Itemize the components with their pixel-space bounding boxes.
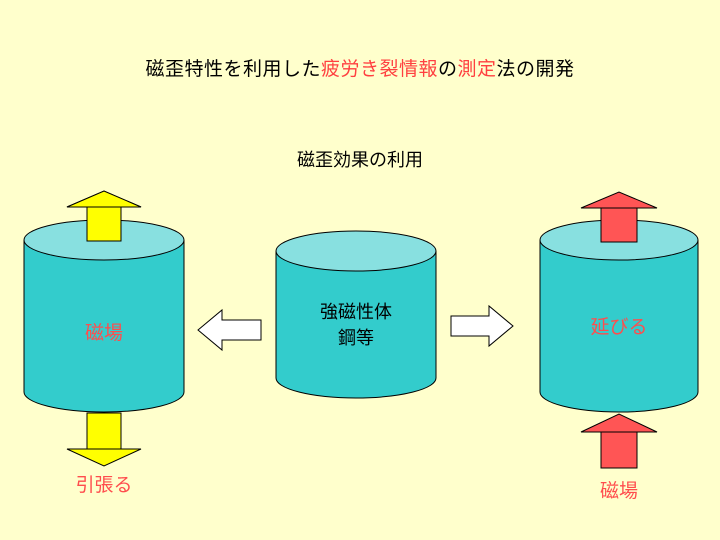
- right-hollow-arrow: [450, 304, 514, 348]
- right-cylinder-label: 延びる: [590, 316, 648, 338]
- title-part-5: 法の開発: [496, 58, 575, 80]
- center-label-line2: 鋼等: [338, 328, 374, 349]
- left-cylinder: [23, 219, 185, 413]
- red-bottom-arrow-shaft: [600, 431, 638, 469]
- title-part-3: の: [437, 58, 458, 80]
- yellow-up-arrow-shaft: [86, 206, 122, 242]
- center-cylinder: [275, 230, 437, 399]
- title-part-4-highlight: 測定: [457, 58, 497, 80]
- subtitle: 磁歪効果の利用: [297, 150, 423, 171]
- left-bottom-label: 引張る: [75, 474, 133, 496]
- title-part-1: 磁歪特性を利用した: [145, 58, 321, 80]
- yellow-down-arrow-shaft: [86, 412, 122, 450]
- red-up-arrow: [580, 191, 658, 209]
- left-cylinder-label: 磁場: [84, 322, 123, 344]
- center-label-line1: 強磁性体: [320, 302, 392, 323]
- center-cylinder-label: 強磁性体 鋼等: [276, 300, 436, 352]
- left-hollow-arrow: [197, 308, 262, 352]
- right-bottom-label: 磁場: [599, 480, 638, 502]
- slide-title: 磁歪特性を利用した疲労き裂情報の測定法の開発: [0, 54, 720, 81]
- red-up-arrow-shaft: [600, 207, 638, 243]
- title-part-2-highlight: 疲労き裂情報: [320, 58, 438, 80]
- yellow-down-arrow: [66, 448, 142, 467]
- red-bottom-arrow: [580, 413, 658, 433]
